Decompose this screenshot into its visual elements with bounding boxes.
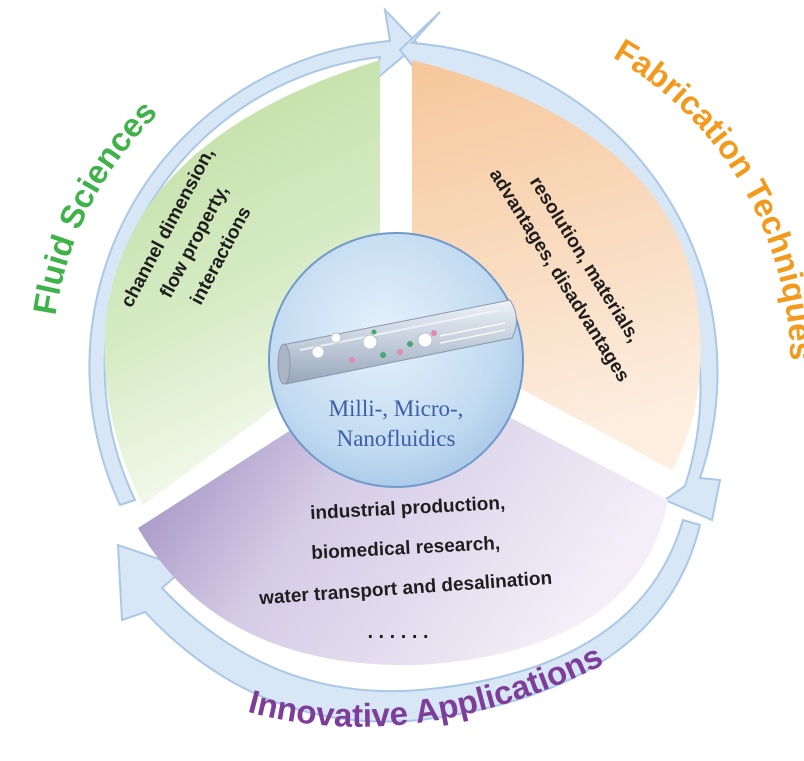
arrow-applications-to-fluid (116, 518, 702, 723)
applications-topic-ellipsis: . . . . . . (367, 621, 428, 643)
center-title-line2: Nanofluidics (337, 426, 456, 451)
innovative-applications-sector (138, 360, 668, 666)
center-title-line1: Milli-, Micro-, (329, 396, 464, 421)
fluid-sciences-sector (104, 60, 380, 505)
center-hub: Milli-, Micro-, Nanofluidics (268, 232, 524, 488)
microchannel-icon (277, 299, 517, 385)
